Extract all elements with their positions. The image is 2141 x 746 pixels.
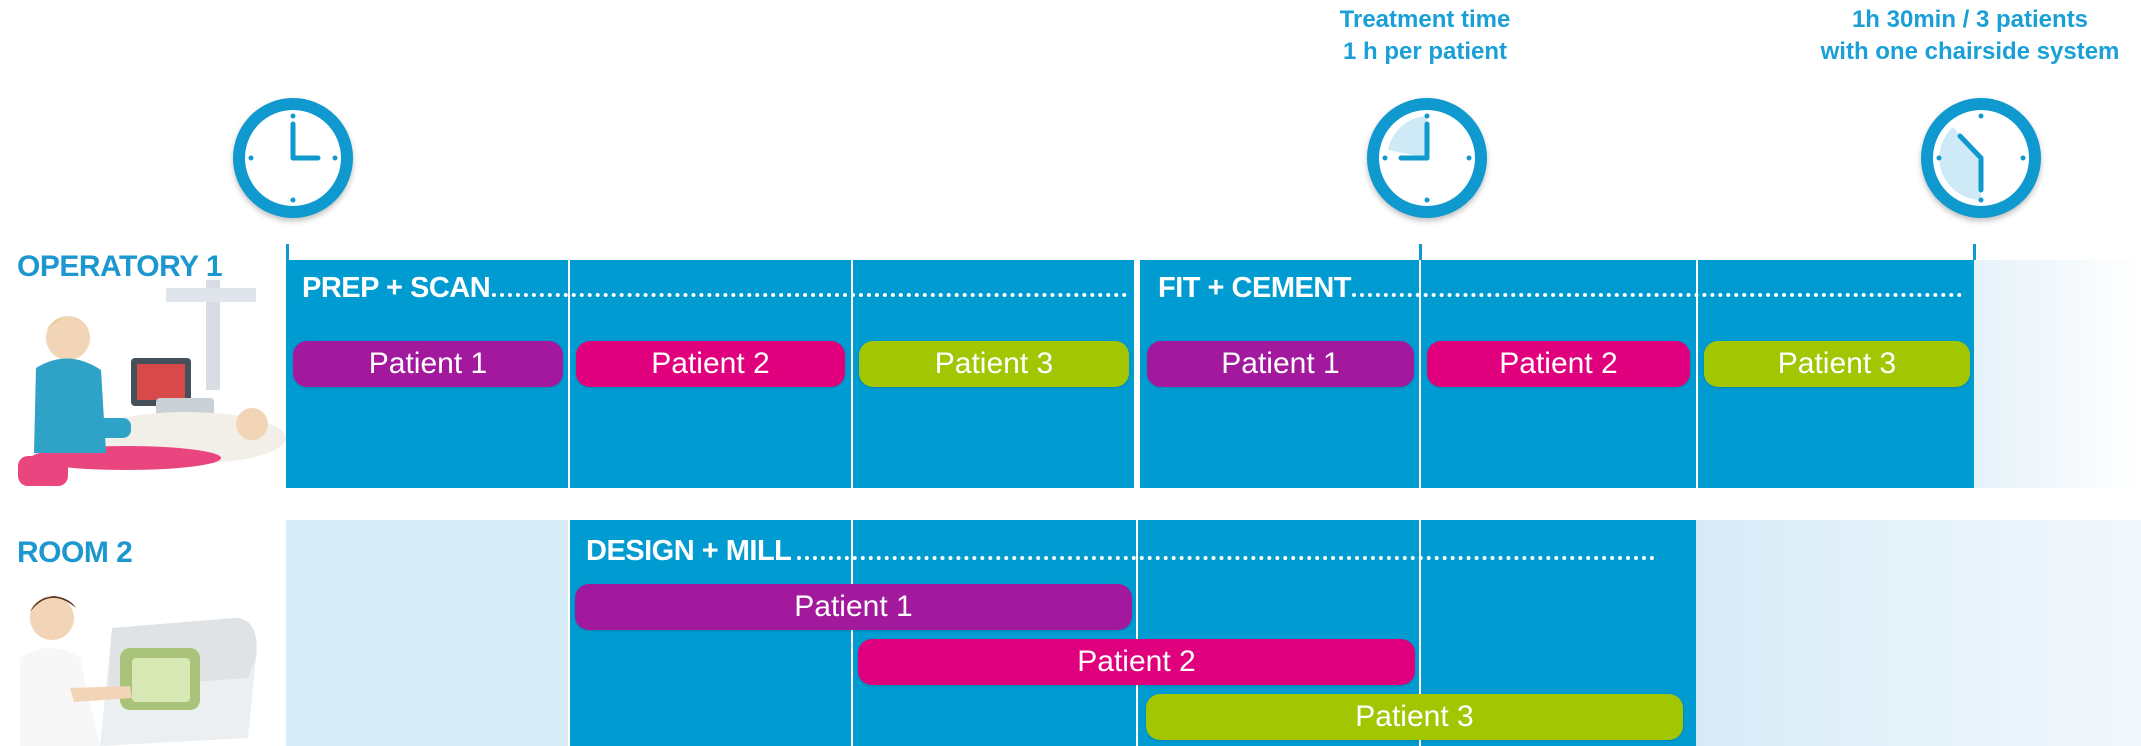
clock-icon [233,98,353,218]
column-divider [851,260,853,488]
clock-icon [1367,98,1487,218]
operatory-band [286,260,1974,488]
timeline-tick [1973,244,1976,260]
room-band-fade [1696,520,2141,746]
phase-fit-cement: FIT + CEMENT [1158,272,1351,304]
milling-unit-photo [20,588,260,746]
room-band-idle [286,520,568,746]
treatment-time-label: Treatment time 1 h per patient [1270,4,1580,68]
patient-2-pill: Patient 2 [576,341,845,387]
clock-icon [1921,98,2041,218]
dotted-line [492,293,1127,297]
column-divider [1696,260,1698,488]
dentist-photo [6,278,286,488]
row-label-room: ROOM 2 [17,536,133,569]
patient-1-pill: Patient 1 [293,341,563,387]
dotted-line [1352,293,1962,297]
column-divider [568,260,570,488]
column-divider [1419,260,1421,488]
dotted-line [797,556,1655,560]
operatory-band-fade [1974,260,2141,488]
phase-design-mill: DESIGN + MILL [586,535,792,567]
patient-1-pill: Patient 1 [1147,341,1414,387]
patient-3-pill: Patient 3 [1704,341,1970,387]
total-time-line1: 1h 30min / 3 patients [1851,6,2089,33]
patient-3-pill: Patient 3 [1146,694,1683,740]
treatment-time-line2: 1 h per patient [1342,38,1508,65]
column-divider [1134,260,1140,488]
timeline-tick [286,244,289,260]
patient-2-pill: Patient 2 [1427,341,1690,387]
total-time-label: 1h 30min / 3 patients with one chairside… [1790,4,2141,68]
patient-2-pill: Patient 2 [858,639,1415,685]
column-divider [851,520,853,746]
patient-3-pill: Patient 3 [859,341,1129,387]
total-time-line2: with one chairside system [1820,38,2120,65]
column-divider [1419,520,1421,746]
patient-1-pill: Patient 1 [575,584,1132,630]
phase-prep-scan: PREP + SCAN [302,272,491,304]
timeline-tick [1419,244,1422,260]
column-divider [568,520,570,746]
row-label-operatory: OPERATORY 1 [17,250,223,283]
column-divider [1136,520,1138,746]
treatment-time-line1: Treatment time [1339,6,1511,33]
